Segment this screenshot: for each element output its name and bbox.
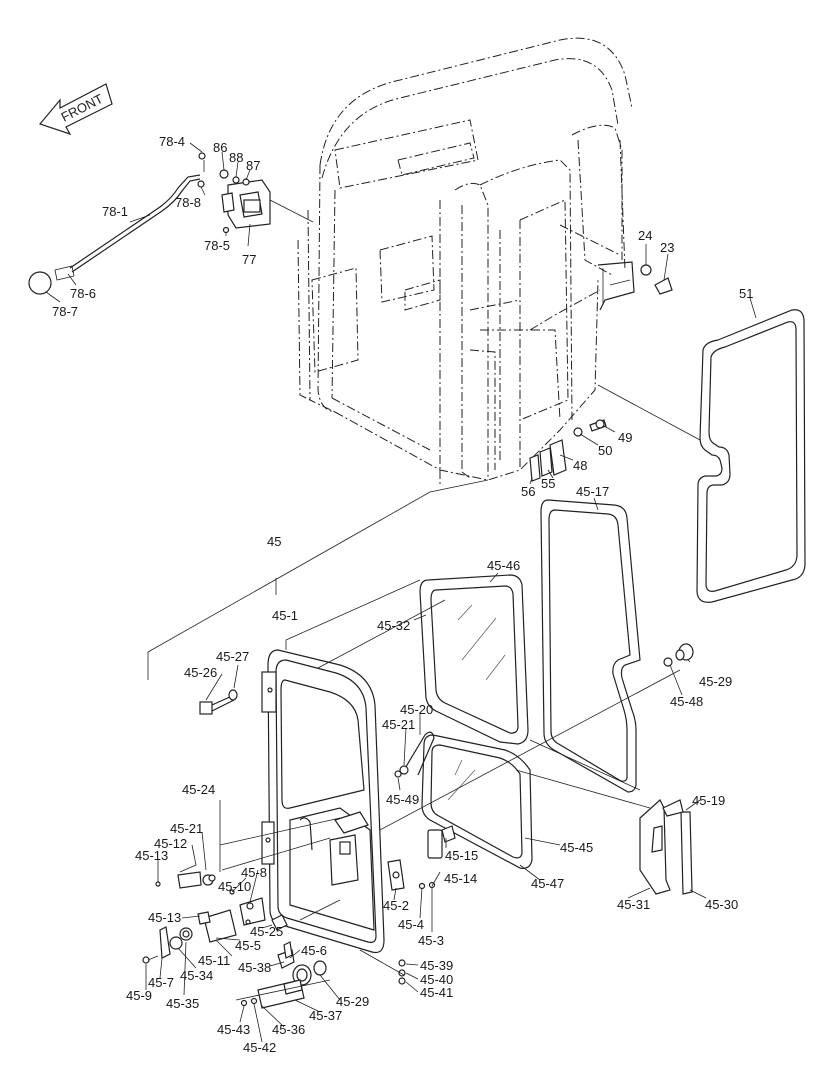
door-frame-45-1 — [261, 649, 385, 954]
cab-frame — [297, 37, 633, 485]
label-45-3: 45-3 — [418, 933, 444, 948]
striker-bracket — [529, 419, 607, 482]
label-45-8: 45-8 — [241, 865, 267, 880]
part-labels: 78-4 86 88 87 78-8 78-1 78-5 77 78-6 78-… — [52, 134, 753, 1055]
label-45-39: 45-39 — [420, 958, 453, 973]
seal-strip-45-30 — [662, 799, 693, 895]
label-45-14: 45-14 — [444, 871, 477, 886]
label-45-29-lower: 45-29 — [336, 994, 369, 1009]
label-45-37: 45-37 — [309, 1008, 342, 1023]
label-45-31: 45-31 — [617, 897, 650, 912]
knob-45-29 — [663, 643, 694, 667]
label-50: 50 — [598, 443, 612, 458]
label-45-30: 45-30 — [705, 897, 738, 912]
label-45-24: 45-24 — [182, 782, 215, 797]
label-45-36: 45-36 — [272, 1022, 305, 1037]
label-45-5: 45-5 — [235, 938, 261, 953]
label-78-1: 78-1 — [102, 204, 128, 219]
label-45-40: 45-40 — [420, 972, 453, 987]
label-45-49: 45-49 — [386, 792, 419, 807]
label-45-27: 45-27 — [216, 649, 249, 664]
label-45-13-upper: 45-13 — [135, 848, 168, 863]
label-45-15: 45-15 — [445, 848, 478, 863]
label-45-26: 45-26 — [184, 665, 217, 680]
label-78-7: 78-7 — [52, 304, 78, 319]
label-55: 55 — [541, 476, 555, 491]
label-56: 56 — [521, 484, 535, 499]
label-45-19: 45-19 — [692, 793, 725, 808]
label-45-9: 45-9 — [126, 988, 152, 1003]
lower-window-45-47 — [421, 734, 533, 869]
label-88: 88 — [229, 150, 243, 165]
label-86: 86 — [213, 140, 227, 155]
seal-strip-45-31 — [639, 799, 671, 895]
label-45-1: 45-1 — [272, 608, 298, 623]
weather-seal-51 — [696, 309, 806, 603]
label-45-41: 45-41 — [420, 985, 453, 1000]
label-23: 23 — [660, 240, 674, 255]
upper-window-45-46 — [419, 574, 529, 745]
label-78-6: 78-6 — [70, 286, 96, 301]
label-45-4: 45-4 — [398, 917, 424, 932]
label-45-45: 45-45 — [560, 840, 593, 855]
label-77: 77 — [242, 252, 256, 267]
label-45-10: 45-10 — [218, 879, 251, 894]
label-45-35: 45-35 — [166, 996, 199, 1011]
label-45-32: 45-32 — [377, 618, 410, 633]
label-87: 87 — [246, 158, 260, 173]
label-45-48: 45-48 — [670, 694, 703, 709]
leader-lines — [45, 142, 757, 1043]
label-45-46: 45-46 — [487, 558, 520, 573]
label-45-42: 45-42 — [243, 1040, 276, 1055]
label-45-13-lower: 45-13 — [148, 910, 181, 925]
label-45-47: 45-47 — [531, 876, 564, 891]
latch-77 — [197, 152, 314, 234]
label-45: 45 — [267, 534, 281, 549]
label-45-12: 45-12 — [154, 836, 187, 851]
label-24: 24 — [638, 228, 652, 243]
label-49: 49 — [618, 430, 632, 445]
label-45-2: 45-2 — [383, 898, 409, 913]
hinge-bolt-45-26 — [199, 689, 238, 715]
label-45-43: 45-43 — [217, 1022, 250, 1037]
label-78-4: 78-4 — [159, 134, 185, 149]
latch-parts-45-2 — [387, 825, 456, 891]
label-45-21-lower: 45-21 — [170, 821, 203, 836]
label-45-38: 45-38 — [238, 960, 271, 975]
washers-45-39 — [398, 959, 406, 985]
label-45-6: 45-6 — [301, 943, 327, 958]
label-51: 51 — [739, 286, 753, 301]
lock-assembly-45-5 — [155, 871, 288, 943]
label-78-5: 78-5 — [204, 238, 230, 253]
door-stay-45-20 — [394, 731, 435, 778]
label-45-25: 45-25 — [250, 924, 283, 939]
rod-78-1 — [28, 174, 201, 295]
lock-cylinder-45-6 — [240, 941, 327, 1009]
label-45-7: 45-7 — [148, 975, 174, 990]
label-45-34: 45-34 — [180, 968, 213, 983]
label-45-21-upper: 45-21 — [382, 717, 415, 732]
label-78-8: 78-8 — [175, 195, 201, 210]
cab-mount-bracket — [597, 261, 673, 311]
label-45-20: 45-20 — [400, 702, 433, 717]
front-arrow-icon: FRONT — [38, 83, 113, 136]
door-seal-45-17 — [540, 499, 641, 793]
label-48: 48 — [573, 458, 587, 473]
label-45-29-upper: 45-29 — [699, 674, 732, 689]
label-45-11: 45-11 — [198, 953, 230, 968]
handle-45-7 — [142, 926, 193, 964]
label-45-17: 45-17 — [576, 484, 609, 499]
